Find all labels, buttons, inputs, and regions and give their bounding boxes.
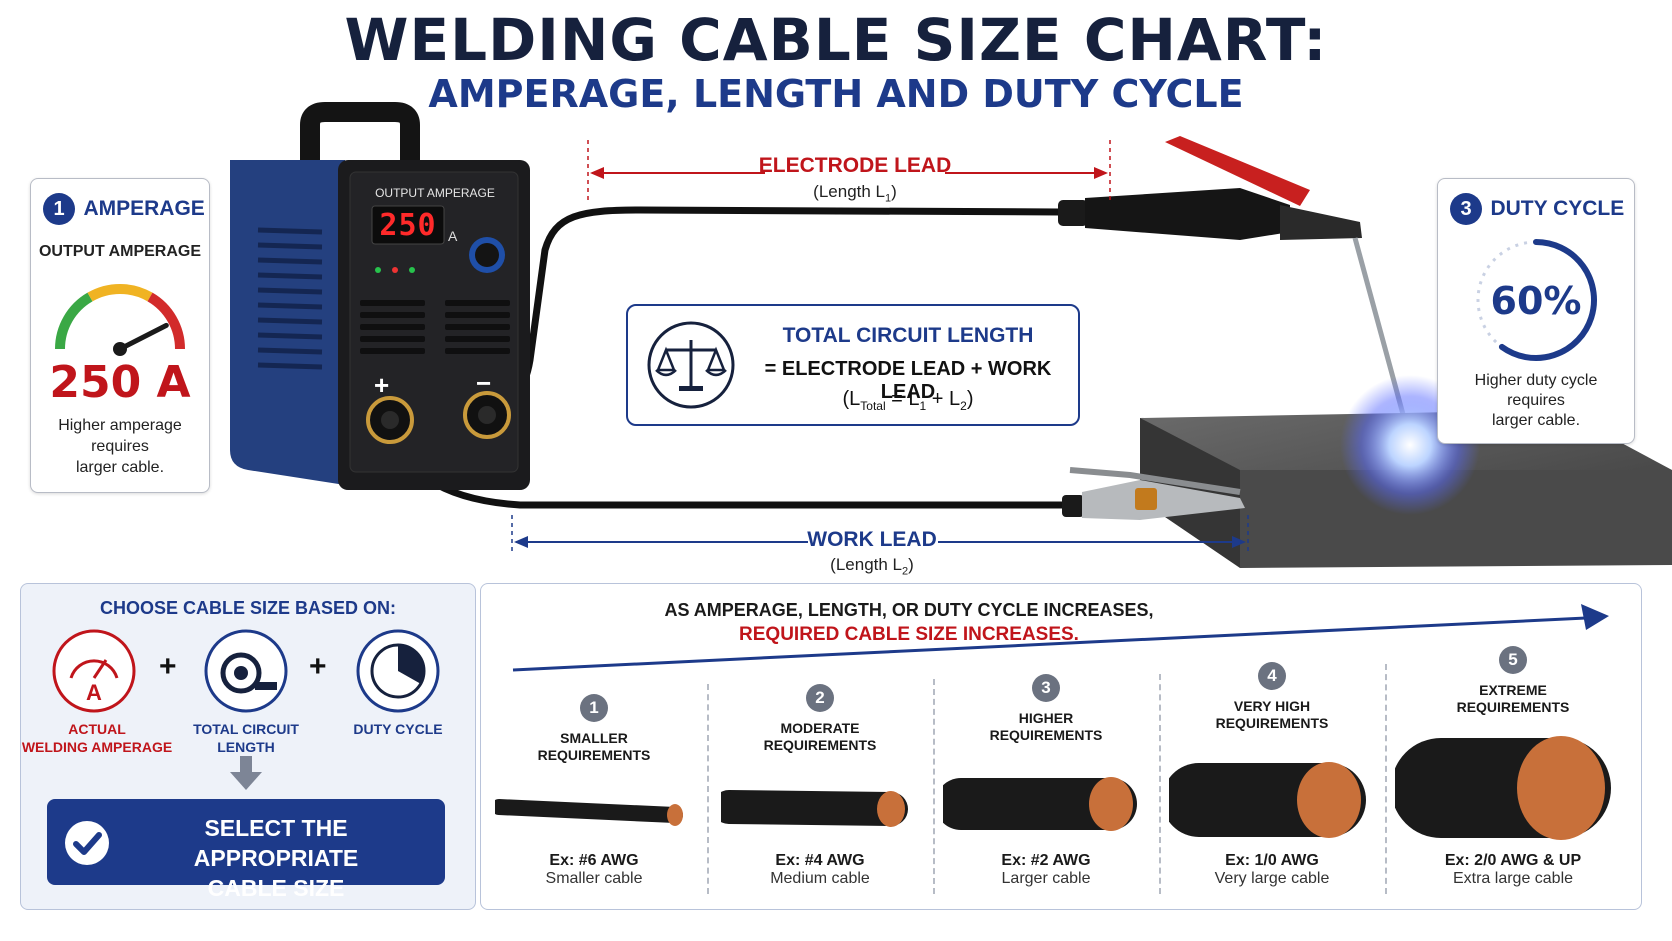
duty-cycle-value: 60% <box>1490 279 1582 323</box>
tier-4-desc: Very large cable <box>1214 870 1330 887</box>
duty-cycle-factor-icon <box>356 629 440 713</box>
cable-2awg-icon <box>943 777 1137 831</box>
tier-5-example: Ex: 2/0 AWG & UP <box>1444 852 1582 869</box>
trend-line-2: REQUIRED CABLE SIZE INCREASES. <box>739 624 1079 645</box>
work-lead-dimension <box>511 515 1249 555</box>
cable-2-0awg-icon <box>1395 736 1611 840</box>
tier-3-example: Ex: #2 AWG <box>1001 852 1091 869</box>
tier-2-footer: Ex: #4 AWG Medium cable <box>707 852 933 888</box>
amperage-card-subtitle: OUTPUT AMPERAGE <box>38 243 202 260</box>
positive-terminal-label: + <box>374 370 390 400</box>
tier-1-footer: Ex: #6 AWG Smaller cable <box>481 852 707 888</box>
down-arrow-icon <box>230 756 262 790</box>
choose-panel-heading: CHOOSE CABLE SIZE BASED ON: <box>99 598 397 618</box>
welder-display-unit: A <box>448 228 458 244</box>
choose-panel: CHOOSE CABLE SIZE BASED ON: A ACTUAL WEL… <box>20 583 476 910</box>
duty-cycle-card: 3 DUTY CYCLE 60% Higher duty cycle requi… <box>1437 178 1635 444</box>
electrode-lead-label: ELECTRODE LEAD <box>758 154 952 177</box>
duty-card-title: DUTY CYCLE <box>1490 197 1625 220</box>
tier-4-example: Ex: 1/0 AWG <box>1225 852 1319 869</box>
amperage-factor-letter: A <box>86 680 102 705</box>
electrode-lead-dimension <box>587 140 1111 200</box>
work-lead-label: WORK LEAD <box>807 528 937 551</box>
welder-panel-label: OUTPUT AMPERAGE <box>375 186 495 200</box>
ground-clamp <box>1062 467 1245 520</box>
increase-trend-arrow <box>512 604 1609 672</box>
duty-note: Higher duty cycle requires larger cable. <box>1474 372 1598 429</box>
negative-terminal-label: − <box>476 368 492 398</box>
tier-5-badge: 5 <box>1499 646 1527 674</box>
select-cable-size-button[interactable]: SELECT THE APPROPRIATE CABLE SIZE <box>47 799 445 901</box>
tier-5-desc: Extra large cable <box>1452 870 1574 887</box>
plus-sign-2: + <box>309 650 327 683</box>
tier-1-badge: 1 <box>580 694 608 722</box>
cable-4awg-icon <box>721 790 908 827</box>
tier-3-badge: 3 <box>1032 674 1060 702</box>
tier-4-badge: 4 <box>1258 662 1286 690</box>
select-button-label: SELECT THE APPROPRIATE CABLE SIZE <box>193 815 359 901</box>
balance-scale-icon <box>647 321 735 409</box>
total-circuit-equation: (LTotal = L1 + L2) <box>842 388 974 413</box>
tier-1-example: Ex: #6 AWG <box>549 852 639 869</box>
welder-amperage-display: 250 <box>379 208 437 243</box>
page-title: WELDING CABLE SIZE CHART: <box>344 6 1328 74</box>
welder-machine <box>230 102 530 490</box>
tier-2-desc: Medium cable <box>770 870 870 887</box>
total-circuit-formula: = ELECTRODE LEAD + WORK LEAD <box>764 358 1052 403</box>
amperage-gauge-icon <box>54 283 186 356</box>
electrode-holder <box>1058 136 1413 441</box>
plus-sign-1: + <box>159 650 177 683</box>
duty-step-badge: 3 <box>1450 193 1482 225</box>
cable-1-0awg-icon <box>1169 762 1366 838</box>
amperage-card: 1 AMPERAGE OUTPUT AMPERAGE 250 A Higher … <box>30 178 210 493</box>
cable-6awg-icon <box>495 799 683 826</box>
tier-2-badge: 2 <box>806 684 834 712</box>
factor-length-label: TOTAL CIRCUIT LENGTH <box>193 721 299 755</box>
total-circuit-card: TOTAL CIRCUIT LENGTH = ELECTRODE LEAD + … <box>626 304 1080 426</box>
tier-5-footer: Ex: 2/0 AWG & UP Extra large cable <box>1385 852 1641 888</box>
factor-amperage-label: ACTUAL WELDING AMPERAGE <box>21 721 173 755</box>
amperage-factor-icon: A <box>52 629 136 713</box>
work-lead-length: (Length L2) <box>830 555 914 578</box>
checkmark-icon <box>65 821 109 865</box>
factor-duty-label: DUTY CYCLE <box>353 721 443 737</box>
page-subtitle: AMPERAGE, LENGTH AND DUTY CYCLE <box>428 72 1244 116</box>
tier-3-desc: Larger cable <box>1001 870 1091 887</box>
amperage-note: Higher amperage requires larger cable. <box>58 417 182 476</box>
total-circuit-title: TOTAL CIRCUIT LENGTH <box>782 324 1034 347</box>
tier-1-desc: Smaller cable <box>545 870 643 887</box>
amperage-card-title: AMPERAGE <box>83 197 205 220</box>
tier-3-footer: Ex: #2 AWG Larger cable <box>933 852 1159 888</box>
tape-measure-icon <box>204 629 288 713</box>
tier-4-footer: Ex: 1/0 AWG Very large cable <box>1159 852 1385 888</box>
tier-2-example: Ex: #4 AWG <box>775 852 865 869</box>
electrode-lead-length: (Length L1) <box>813 182 897 205</box>
amperage-step-badge: 1 <box>43 193 75 225</box>
cable-scale-panel: AS AMPERAGE, LENGTH, OR DUTY CYCLE INCRE… <box>480 583 1642 910</box>
duty-cycle-dial-icon <box>1476 239 1597 361</box>
trend-line-1: AS AMPERAGE, LENGTH, OR DUTY CYCLE INCRE… <box>664 600 1154 620</box>
amperage-value: 250 A <box>49 357 191 408</box>
